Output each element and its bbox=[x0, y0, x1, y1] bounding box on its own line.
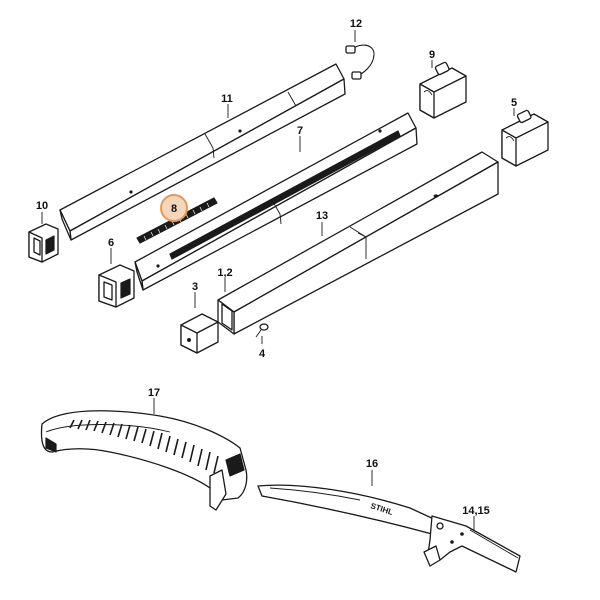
label-3: 3 bbox=[192, 281, 198, 293]
part-5-clamp[interactable] bbox=[501, 109, 549, 167]
label-4: 4 bbox=[259, 348, 266, 360]
label-13: 13 bbox=[316, 210, 328, 222]
label-12: 12 bbox=[350, 18, 362, 30]
scabbard-slots bbox=[69, 419, 219, 474]
part-7-middle-pole[interactable] bbox=[134, 112, 418, 291]
part-3-end-cap[interactable] bbox=[180, 313, 219, 354]
label-8: 8 bbox=[171, 203, 177, 215]
highlight-ring-8[interactable] bbox=[160, 194, 188, 222]
part-14-15-saw-head[interactable] bbox=[423, 515, 521, 573]
part-11-upper-pole[interactable] bbox=[59, 63, 346, 241]
label-1-2: 1,2 bbox=[217, 267, 232, 279]
label-6: 6 bbox=[108, 237, 114, 249]
label-5: 5 bbox=[511, 97, 517, 109]
part-10-end-cap[interactable] bbox=[28, 223, 59, 263]
label-11: 11 bbox=[221, 93, 233, 105]
label-7: 7 bbox=[297, 125, 303, 137]
label-17: 17 bbox=[148, 387, 160, 399]
label-9: 9 bbox=[429, 49, 435, 61]
part-6-end-cap[interactable] bbox=[98, 264, 135, 308]
part-17-scabbard[interactable] bbox=[40, 410, 248, 511]
part-12-hook[interactable] bbox=[345, 44, 375, 80]
part-13-lower-pole[interactable] bbox=[217, 151, 499, 335]
label-10: 10 bbox=[36, 200, 48, 212]
part-4-screw[interactable] bbox=[255, 323, 269, 338]
label-16: 16 bbox=[366, 458, 378, 470]
part-9-clamp[interactable] bbox=[419, 61, 467, 119]
part-16-saw-blade[interactable]: STIHL bbox=[257, 484, 437, 535]
label-14-15: 14,15 bbox=[462, 505, 490, 517]
